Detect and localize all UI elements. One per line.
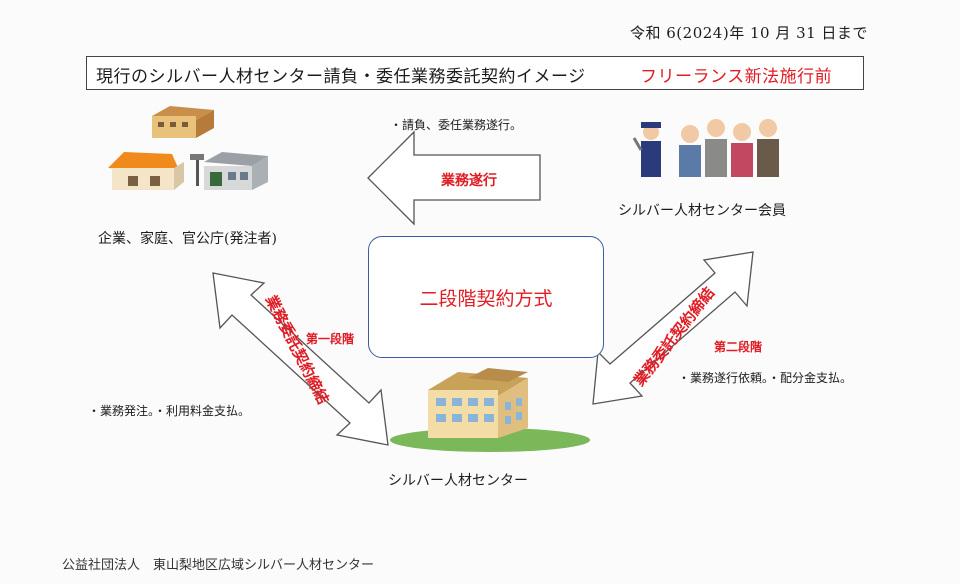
right-arrow-note: ・業務遂行依頼。・配分金支払。 — [678, 371, 853, 385]
left-stage-label: 第一段階 — [306, 332, 355, 346]
date-note: 令和 6(2024)年 10 月 31 日まで — [630, 24, 868, 42]
footer-org: 公益社団法人 東山梨地区広域シルバー人材センター — [62, 558, 375, 573]
right-stage-label: 第二段階 — [714, 340, 763, 354]
top-arrow-note: ・請負、委任業務遂行。 — [390, 118, 523, 132]
top-arrow — [367, 130, 541, 226]
client-buildings-illustration — [108, 106, 268, 190]
center-box — [368, 236, 604, 358]
title-box — [86, 56, 864, 90]
member-label: シルバー人材センター会員 — [618, 203, 786, 219]
client-label: 企業、家庭、官公庁(発注者) — [98, 231, 277, 247]
top-arrow-label: 業務遂行 — [441, 173, 497, 189]
page-title: 現行のシルバー人材センター請負・委任業務委託契約イメージ — [96, 67, 586, 87]
members-illustration — [632, 119, 779, 177]
left-double-arrow — [212, 272, 389, 446]
left-arrow-note: ・業務発注。・利用料金支払。 — [88, 404, 251, 418]
silver-center-building — [390, 368, 590, 452]
right-double-arrow — [592, 251, 754, 405]
center-box-label: 二段階契約方式 — [419, 288, 553, 310]
center-label: シルバー人材センター — [388, 473, 528, 489]
title-highlight: フリーランス新法施行前 — [640, 67, 833, 87]
